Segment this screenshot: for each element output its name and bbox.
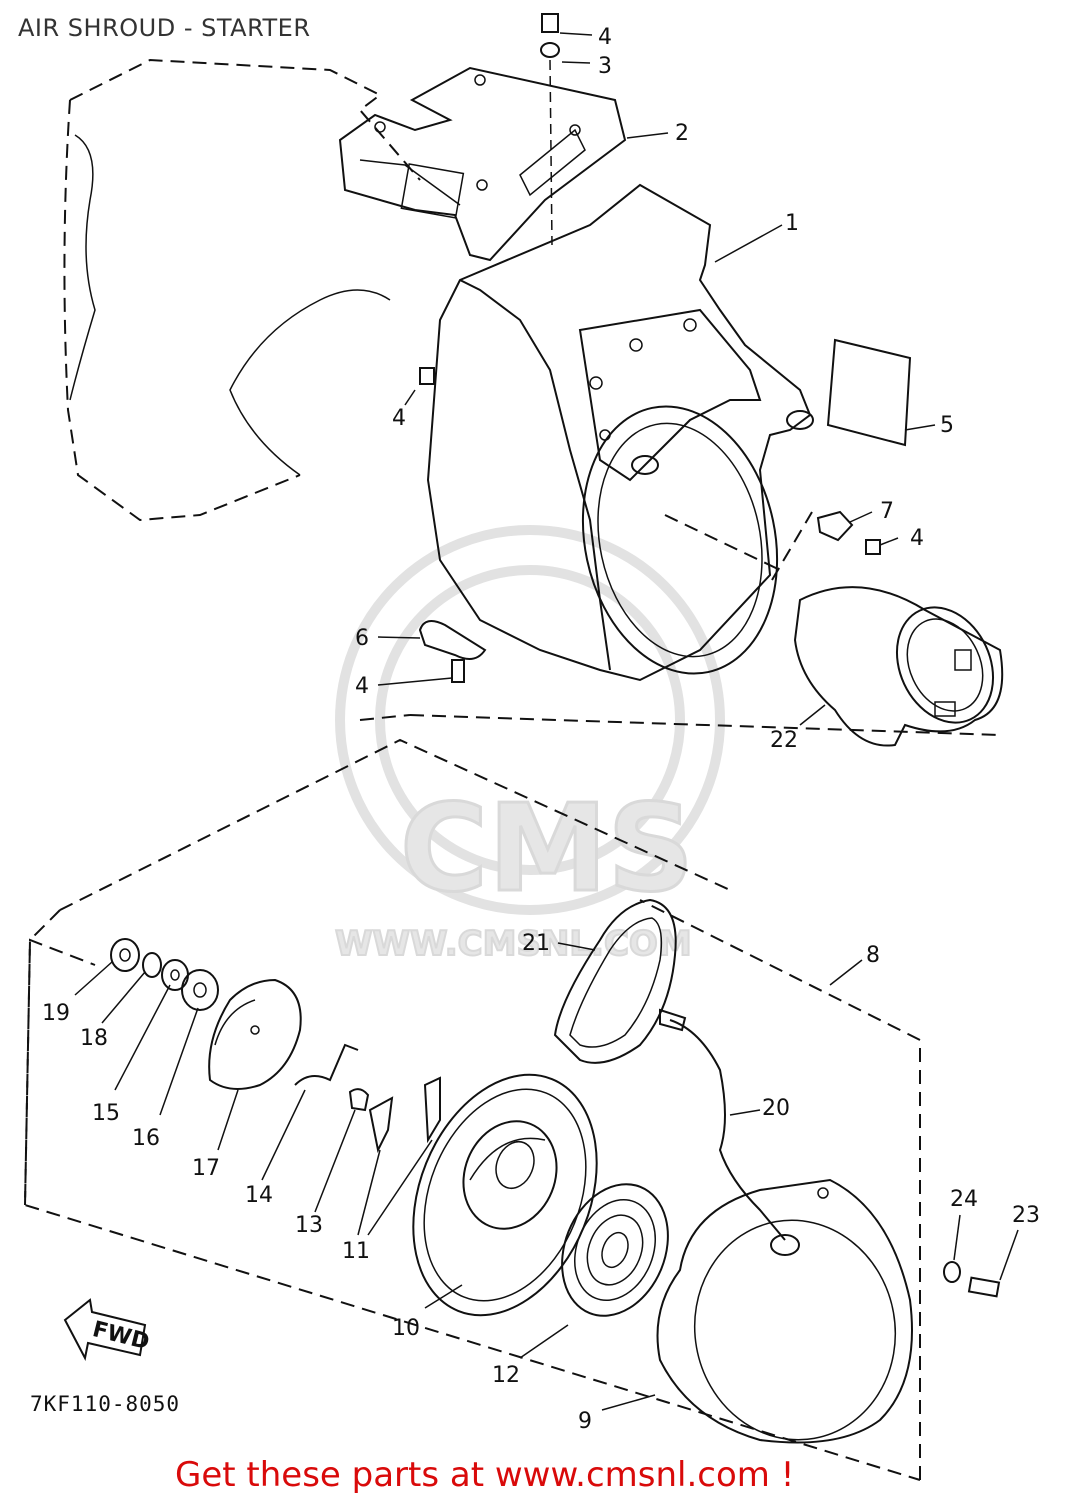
fwd-arrow: FWD (63, 1298, 152, 1361)
callout-20: 20 (762, 1096, 790, 1121)
callout-11: 11 (342, 1239, 370, 1264)
part-5-gasket (826, 338, 912, 447)
callout-12: 12 (492, 1363, 520, 1388)
callout-4-lower: 4 (355, 674, 369, 699)
callout-19: 19 (42, 1001, 70, 1026)
part-2-upper-cover (338, 66, 627, 262)
callout-24: 24 (950, 1187, 978, 1212)
callout-22: 22 (770, 728, 798, 753)
pawl-spring-parts (294, 1043, 441, 1154)
footer-link[interactable]: Get these parts at www.cmsnl.com ! (175, 1455, 795, 1495)
page-title: AIR SHROUD - STARTER (18, 14, 311, 42)
watermark-brand: CMS (400, 780, 694, 919)
watermark-url: WWW.CMSNL.COM (335, 924, 692, 964)
washer-stack (110, 938, 219, 1011)
callout-8: 8 (866, 943, 880, 968)
part-9-starter-case (656, 1178, 913, 1444)
callout-10: 10 (392, 1316, 420, 1341)
part-20-21-rope-handle (553, 898, 786, 1241)
watermark-logo: CMS WWW.CMSNL.COM (334, 525, 725, 965)
part-17-friction-plate (208, 978, 302, 1090)
callout-18: 18 (80, 1026, 108, 1051)
part-12-spiral-spring (561, 1183, 669, 1317)
callout-labels: 1 2 3 4 4 4 4 4 5 6 7 8 9 10 11 12 13 14… (42, 25, 1040, 1434)
leader-lines (74, 32, 1019, 1411)
callout-16: 16 (132, 1126, 160, 1151)
callout-3: 3 (598, 54, 612, 79)
callout-13: 13 (295, 1213, 323, 1238)
callout-23: 23 (1012, 1203, 1040, 1228)
drawing-code: 7KF110-8050 (30, 1392, 181, 1416)
callout-6: 6 (355, 626, 369, 651)
callout-21: 21 (522, 931, 550, 956)
callout-4-left: 4 (392, 406, 406, 431)
callout-15: 15 (92, 1101, 120, 1126)
callout-14: 14 (245, 1183, 273, 1208)
fwd-arrow-label: FWD (90, 1317, 152, 1355)
callout-2: 2 (675, 121, 689, 146)
part-22-screen-cup (793, 586, 1004, 747)
part-7-clip (419, 367, 881, 581)
part-6-clamp (418, 620, 487, 683)
callout-4-right: 4 (910, 526, 924, 551)
callout-9: 9 (578, 1409, 592, 1434)
callout-1: 1 (785, 211, 799, 236)
callout-5: 5 (940, 413, 954, 438)
part-3-4-bolt-washer (540, 13, 560, 246)
callout-7: 7 (880, 499, 894, 524)
part-10-reel (412, 1073, 598, 1317)
callout-4-top: 4 (598, 25, 612, 50)
engine-outline (63, 58, 421, 522)
callout-17: 17 (192, 1156, 220, 1181)
starter-group-box (23, 714, 1001, 1481)
part-23-24-bolt-washer (943, 1261, 1001, 1298)
part-1-air-shroud (426, 183, 814, 682)
